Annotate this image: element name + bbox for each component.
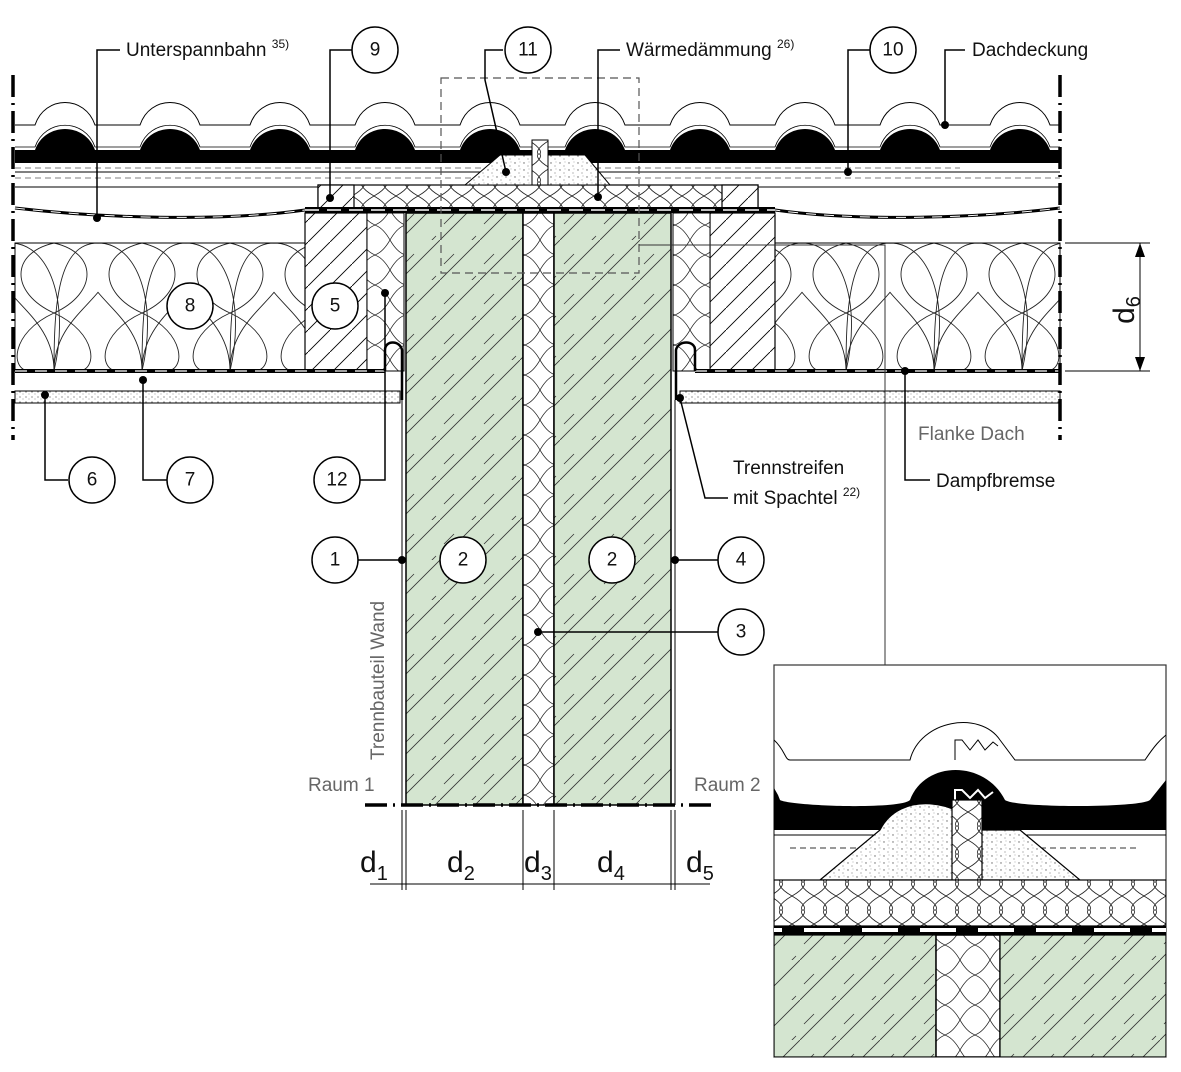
svg-text:6: 6 bbox=[87, 470, 98, 491]
svg-text:8: 8 bbox=[185, 296, 196, 317]
rafter-insulation-right bbox=[774, 242, 1061, 372]
svg-text:11: 11 bbox=[518, 40, 538, 61]
dimension-lines bbox=[370, 242, 1150, 890]
dim-d3: d3 bbox=[524, 846, 552, 885]
callout-10: 10 bbox=[869, 26, 917, 74]
callout-1: 1 bbox=[311, 536, 359, 584]
callout-2-right: 2 bbox=[588, 536, 636, 584]
plasterboard-right bbox=[679, 390, 1061, 404]
dim-d4: d4 bbox=[597, 846, 625, 885]
dim-d1: d1 bbox=[360, 846, 388, 885]
plasterboard-left bbox=[14, 390, 401, 404]
svg-text:4: 4 bbox=[736, 550, 747, 571]
leader-lines bbox=[44, 49, 965, 633]
dim-d6: d6 bbox=[1108, 296, 1145, 324]
callout-12: 12 bbox=[313, 456, 361, 504]
svg-text:1: 1 bbox=[330, 550, 341, 571]
callout-11: 11 bbox=[504, 26, 552, 74]
svg-text:3: 3 bbox=[736, 622, 747, 643]
label-flanke-dach: Flanke Dach bbox=[918, 424, 1025, 445]
wall-joint-insulation bbox=[522, 212, 555, 806]
callout-3: 3 bbox=[717, 608, 765, 656]
dim-d5: d5 bbox=[686, 846, 714, 885]
wall-leaf-left bbox=[405, 212, 524, 806]
label-dachdeckung: Dachdeckung bbox=[972, 40, 1088, 61]
callout-5: 5 bbox=[311, 282, 359, 330]
detail-frame bbox=[440, 77, 640, 274]
svg-text:7: 7 bbox=[185, 470, 196, 491]
label-unterspannbahn: Unterspannbahn 35) bbox=[126, 37, 289, 61]
wall-leaf-right bbox=[553, 212, 672, 806]
svg-text:10: 10 bbox=[882, 40, 903, 61]
callout-9: 9 bbox=[351, 26, 399, 74]
svg-text:2: 2 bbox=[458, 550, 469, 571]
partition-wall bbox=[401, 212, 676, 806]
callout-8: 8 bbox=[166, 282, 214, 330]
label-trennstreifen: Trennstreifen bbox=[733, 458, 844, 479]
callout-7: 7 bbox=[166, 456, 214, 504]
batten-left bbox=[317, 184, 355, 210]
edge-insulation-right bbox=[672, 212, 711, 372]
svg-text:9: 9 bbox=[370, 40, 381, 61]
svg-text:5: 5 bbox=[330, 296, 341, 317]
membrane-top bbox=[305, 207, 775, 213]
label-waermedaemmung: Wärmedämmung 26) bbox=[626, 37, 794, 61]
leader-dots bbox=[41, 121, 949, 636]
insulation-board-top bbox=[317, 184, 759, 210]
label-trennbauteil-wand: Trennbauteil Wand bbox=[368, 601, 389, 760]
rafter-right bbox=[709, 212, 776, 372]
label-raum1: Raum 1 bbox=[308, 775, 375, 796]
callout-4: 4 bbox=[717, 536, 765, 584]
dim-d2: d2 bbox=[447, 846, 475, 885]
detail-inset bbox=[773, 664, 1167, 1058]
callout-6: 6 bbox=[68, 456, 116, 504]
label-trennstreifen-line2: mit Spachtel 22) bbox=[733, 485, 860, 509]
svg-text:12: 12 bbox=[326, 470, 347, 491]
label-dampfbremse: Dampfbremse bbox=[936, 471, 1055, 492]
rafter-insulation-left bbox=[14, 242, 306, 372]
callout-2-left: 2 bbox=[439, 536, 487, 584]
label-raum2: Raum 2 bbox=[694, 775, 761, 796]
batten-right bbox=[721, 184, 759, 210]
svg-text:2: 2 bbox=[607, 550, 618, 571]
